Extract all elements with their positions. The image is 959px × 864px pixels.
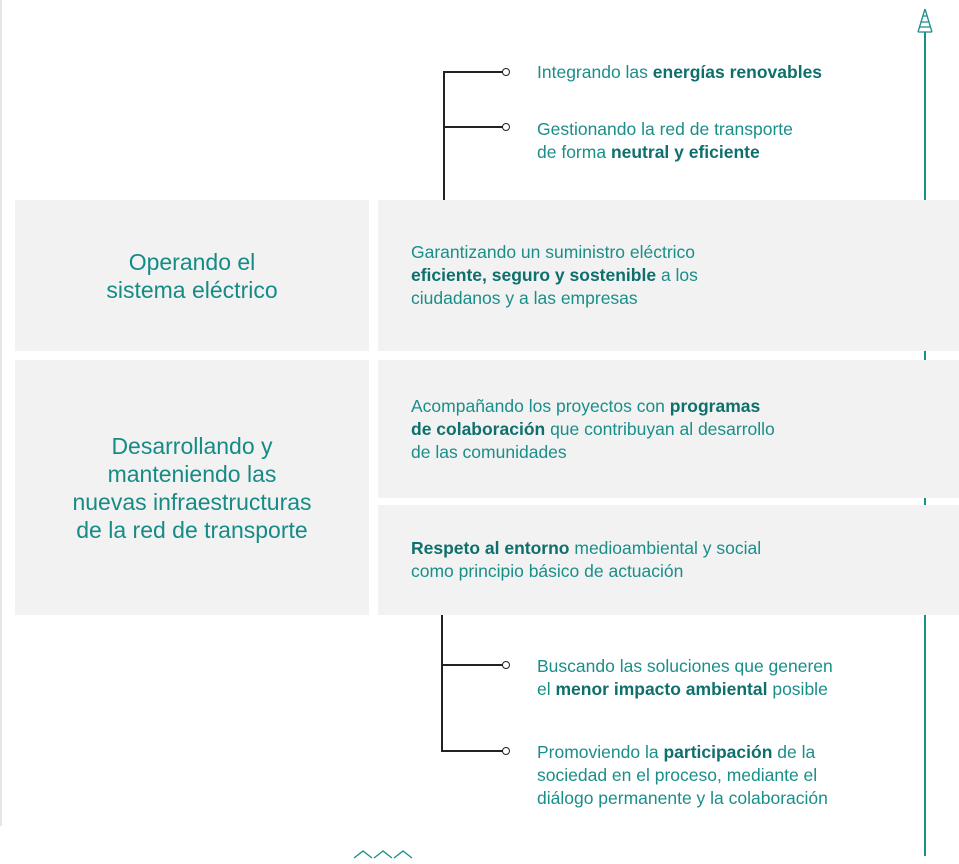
body-text: ciudadanos y a las empresas [411,288,638,308]
highlight-text: de colaboración [411,418,546,439]
chevron-up-icons [352,846,416,859]
bottom-branch-2-text: Promoviendo la participación de la socied… [537,741,917,810]
developing-text-box-2: Respeto al entorno medioambiental y soci… [378,505,959,615]
highlight-text: Respeto al entorno [411,538,570,558]
body-text: Garantizando un suministro eléctrico [411,242,696,262]
operating-text-box: Garantizando un suministro eléctrico efic… [378,200,959,351]
highlight-text: participación [663,742,773,762]
developing-text-2: Respeto al entorno medioambiental y soci… [411,537,761,583]
highlight-text: menor impacto ambiental [555,679,768,699]
bottom-branch-1-text: Buscando las soluciones que generen el me… [537,655,917,701]
branch-node-icon [502,68,510,76]
body-text: a los [656,265,698,285]
body-text: Gestionando la red de transporte [537,119,793,139]
body-text: sociedad en el proceso, mediante el [537,765,818,785]
body-text: posible [767,679,828,699]
developing-title-box: Desarrollando y manteniendo las nuevas i… [15,360,369,615]
developing-title: Desarrollando y manteniendo las nuevas i… [72,432,312,543]
highlight-text: neutral y eficiente [610,142,760,162]
top-connector-branch-1 [443,71,503,73]
branch-node-icon [502,661,510,669]
branch-node-icon [502,747,510,755]
body-text: como principio básico de actuación [411,561,684,581]
top-branch-2-text: Gestionando la red de transporte de forma… [537,118,917,164]
top-branch-1-text: Integrando las energías renovables [537,61,917,84]
body-text: de la [772,742,816,762]
operating-text: Garantizando un suministro eléctrico efic… [411,241,698,310]
body-text: diálogo permanente y la colaboración [537,788,828,808]
bottom-connector-branch-2 [441,750,503,752]
left-border-line [0,0,2,826]
body-text: medioambiental y social [569,538,762,558]
developing-text-box-1: Acompañando los proyectos con programas d… [378,360,959,498]
body-text: de las comunidades [411,441,567,462]
body-text: de forma [537,142,611,162]
operating-title: Operando el sistema eléctrico [106,248,278,303]
body-text: el [537,679,556,699]
bottom-connector-trunk [441,615,443,751]
body-text: que contribuyan al desarrollo [545,418,775,439]
body-text: Promoviendo la [537,742,664,762]
tower-icon [913,8,937,34]
body-text: Buscando las soluciones que generen [537,656,833,676]
highlight-text: eficiente, seguro y sostenible [411,265,657,285]
highlight-text: energías renovables [652,62,823,82]
top-connector-branch-2 [443,126,503,128]
branch-node-icon [502,123,510,131]
body-text: Acompañando los proyectos con [411,395,670,416]
operating-title-box: Operando el sistema eléctrico [15,200,369,351]
developing-text-1: Acompañando los proyectos con programas d… [411,395,775,464]
body-text: Integrando las [537,62,653,82]
top-connector-trunk [443,71,445,203]
bottom-connector-branch-1 [441,664,503,666]
highlight-text: programas [669,395,761,416]
